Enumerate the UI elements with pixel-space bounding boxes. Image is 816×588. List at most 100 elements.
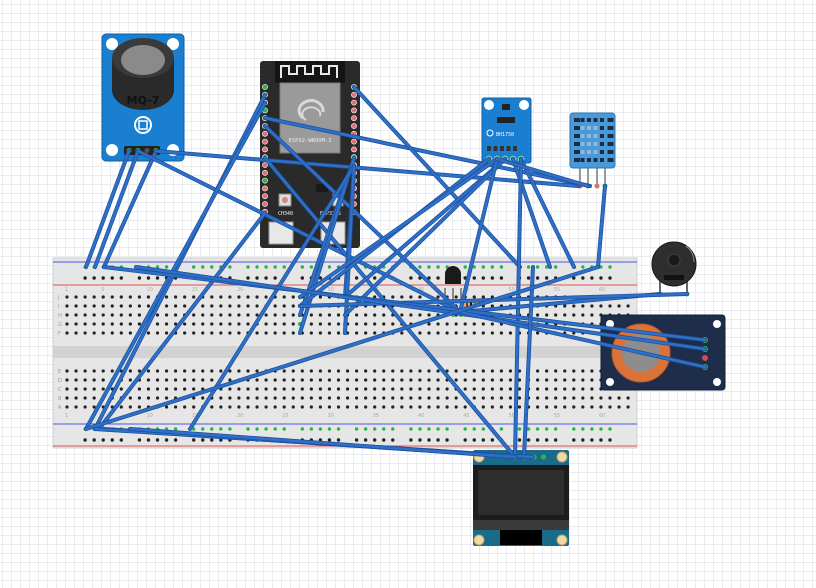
- rail-hole[interactable]: [490, 276, 495, 280]
- boot-button-cap[interactable]: [282, 197, 288, 203]
- terminal-hole[interactable]: [336, 396, 341, 400]
- terminal-hole[interactable]: [282, 378, 286, 382]
- terminal-hole[interactable]: [83, 304, 87, 308]
- terminal-hole[interactable]: [92, 378, 96, 382]
- terminal-hole[interactable]: [246, 387, 250, 391]
- rail-hole[interactable]: [436, 265, 440, 269]
- terminal-hole[interactable]: [554, 396, 558, 400]
- terminal-hole[interactable]: [128, 304, 132, 308]
- rail-hole[interactable]: [499, 265, 504, 269]
- terminal-hole[interactable]: [563, 378, 567, 382]
- terminal-hole[interactable]: [246, 369, 250, 373]
- terminal-hole[interactable]: [246, 295, 250, 299]
- terminal-hole[interactable]: [490, 331, 494, 335]
- terminal-hole[interactable]: [183, 331, 187, 335]
- rail-hole[interactable]: [581, 265, 585, 269]
- terminal-hole[interactable]: [255, 313, 259, 317]
- terminal-hole[interactable]: [92, 405, 96, 409]
- wire[interactable]: [458, 310, 707, 369]
- terminal-hole[interactable]: [146, 331, 151, 335]
- terminal-hole[interactable]: [273, 387, 277, 391]
- terminal-hole[interactable]: [83, 313, 87, 317]
- terminal-hole[interactable]: [273, 322, 277, 326]
- terminal-hole[interactable]: [418, 331, 422, 335]
- terminal-hole[interactable]: [572, 405, 576, 409]
- rail-hole[interactable]: [526, 438, 531, 442]
- rail-hole[interactable]: [255, 427, 259, 431]
- wire[interactable]: [495, 157, 590, 188]
- terminal-hole[interactable]: [400, 396, 404, 400]
- rail-hole[interactable]: [418, 438, 422, 442]
- terminal-hole[interactable]: [490, 304, 494, 308]
- rail-hole[interactable]: [201, 265, 205, 269]
- terminal-hole[interactable]: [427, 405, 431, 409]
- terminal-hole[interactable]: [554, 405, 558, 409]
- terminal-hole[interactable]: [454, 295, 458, 299]
- terminal-hole[interactable]: [74, 322, 78, 326]
- terminal-hole[interactable]: [427, 396, 431, 400]
- terminal-hole[interactable]: [146, 304, 151, 308]
- buzzer[interactable]: [651, 241, 697, 297]
- terminal-hole[interactable]: [563, 313, 567, 317]
- terminal-hole[interactable]: [382, 396, 386, 400]
- terminal-hole[interactable]: [581, 405, 585, 409]
- rail-hole[interactable]: [472, 276, 476, 280]
- terminal-hole[interactable]: [255, 387, 259, 391]
- terminal-hole[interactable]: [391, 322, 395, 326]
- terminal-hole[interactable]: [219, 295, 223, 299]
- rail-hole[interactable]: [544, 427, 549, 431]
- terminal-hole[interactable]: [192, 378, 196, 382]
- rail-hole[interactable]: [192, 438, 196, 442]
- terminal-hole[interactable]: [146, 396, 151, 400]
- rail-hole[interactable]: [427, 276, 431, 280]
- terminal-hole[interactable]: [300, 405, 304, 409]
- rail-hole[interactable]: [146, 276, 151, 280]
- terminal-hole[interactable]: [101, 369, 105, 373]
- terminal-hole[interactable]: [436, 369, 440, 373]
- terminal-hole[interactable]: [563, 405, 567, 409]
- terminal-hole[interactable]: [255, 304, 259, 308]
- terminal-hole[interactable]: [155, 369, 160, 373]
- terminal-hole[interactable]: [246, 405, 250, 409]
- terminal-hole[interactable]: [237, 322, 241, 326]
- terminal-hole[interactable]: [273, 405, 277, 409]
- rail-hole[interactable]: [192, 265, 196, 269]
- terminal-hole[interactable]: [626, 396, 630, 400]
- terminal-hole[interactable]: [83, 295, 87, 299]
- terminal-hole[interactable]: [192, 313, 196, 317]
- terminal-hole[interactable]: [454, 378, 458, 382]
- rail-hole[interactable]: [264, 276, 268, 280]
- rail-hole[interactable]: [572, 438, 576, 442]
- rail-hole[interactable]: [354, 427, 359, 431]
- terminal-hole[interactable]: [246, 313, 250, 317]
- terminal-hole[interactable]: [554, 387, 558, 391]
- terminal-hole[interactable]: [436, 387, 440, 391]
- terminal-hole[interactable]: [137, 369, 141, 373]
- terminal-hole[interactable]: [309, 405, 313, 409]
- terminal-hole[interactable]: [373, 405, 377, 409]
- rail-hole[interactable]: [219, 438, 223, 442]
- rail-hole[interactable]: [599, 438, 603, 442]
- terminal-hole[interactable]: [382, 369, 386, 373]
- terminal-hole[interactable]: [164, 387, 169, 391]
- terminal-hole[interactable]: [183, 405, 187, 409]
- terminal-hole[interactable]: [364, 378, 368, 382]
- terminal-hole[interactable]: [219, 331, 223, 335]
- rail-hole[interactable]: [382, 427, 386, 431]
- terminal-hole[interactable]: [481, 369, 485, 373]
- terminal-hole[interactable]: [608, 396, 612, 400]
- rail-hole[interactable]: [472, 265, 476, 269]
- rail-hole[interactable]: [210, 265, 214, 269]
- terminal-hole[interactable]: [291, 387, 295, 391]
- terminal-hole[interactable]: [481, 405, 485, 409]
- terminal-hole[interactable]: [128, 322, 132, 326]
- terminal-hole[interactable]: [264, 322, 268, 326]
- terminal-hole[interactable]: [201, 378, 205, 382]
- terminal-hole[interactable]: [119, 387, 123, 391]
- esp32-pin-8[interactable]: [262, 162, 268, 168]
- terminal-hole[interactable]: [355, 396, 359, 400]
- terminal-hole[interactable]: [345, 396, 350, 400]
- terminal-hole[interactable]: [210, 369, 214, 373]
- terminal-hole[interactable]: [237, 304, 241, 308]
- terminal-hole[interactable]: [291, 313, 295, 317]
